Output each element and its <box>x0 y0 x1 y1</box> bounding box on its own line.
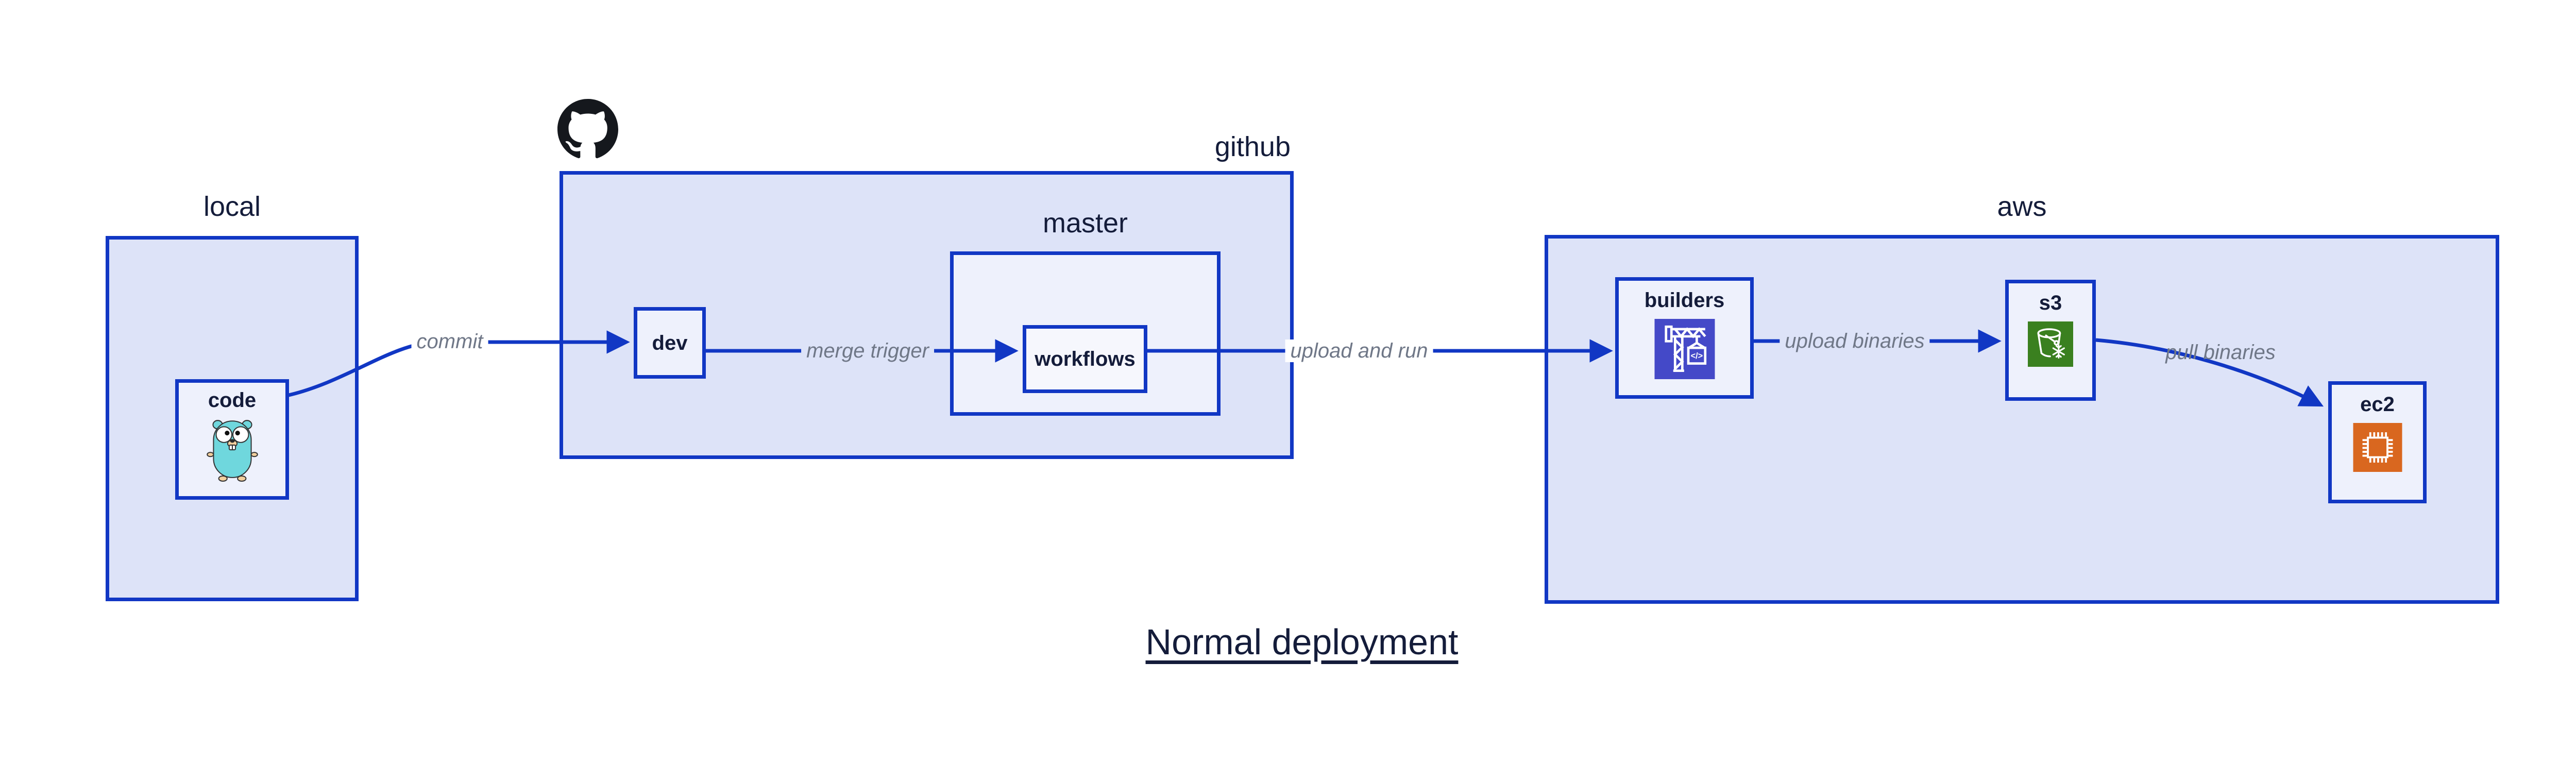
ec2-chip-icon <box>2353 423 2402 472</box>
node-code-label: code <box>208 389 257 412</box>
node-dev-label: dev <box>652 331 688 354</box>
node-ec2: ec2 <box>2328 381 2427 503</box>
node-s3-label: s3 <box>2039 292 2062 314</box>
github-group-label: github <box>1214 131 1291 162</box>
edge-label-merge-trigger: merge trigger <box>801 339 934 362</box>
codebuild-crane-icon: </> <box>1654 319 1715 379</box>
edge-label-upload-and-run: upload and run <box>1285 339 1433 362</box>
node-s3: s3 <box>2005 280 2096 401</box>
node-builders: builders </> <box>1615 277 1754 399</box>
edge-label-upload-binaries: upload binaries <box>1780 330 1930 352</box>
node-code: code <box>175 379 289 500</box>
node-dev: dev <box>634 307 706 379</box>
edge-label-commit: commit <box>411 330 488 353</box>
node-workflows-label: workflows <box>1035 348 1136 370</box>
edge-label-pull-binaries: pull binaries <box>2165 341 2276 364</box>
node-ec2-label: ec2 <box>2360 393 2395 416</box>
code-glyph: </> <box>1690 351 1703 361</box>
local-group-label: local <box>203 191 261 222</box>
github-octocat-logo <box>557 99 618 159</box>
node-workflows: workflows <box>1023 325 1147 393</box>
diagram-title: Normal deployment <box>1145 622 1459 662</box>
master-group-label: master <box>1042 208 1128 239</box>
go-gopher-icon <box>206 420 258 482</box>
aws-group-label: aws <box>1997 191 2047 222</box>
s3-glacier-bucket-icon <box>2028 321 2073 367</box>
node-builders-label: builders <box>1644 289 1725 312</box>
